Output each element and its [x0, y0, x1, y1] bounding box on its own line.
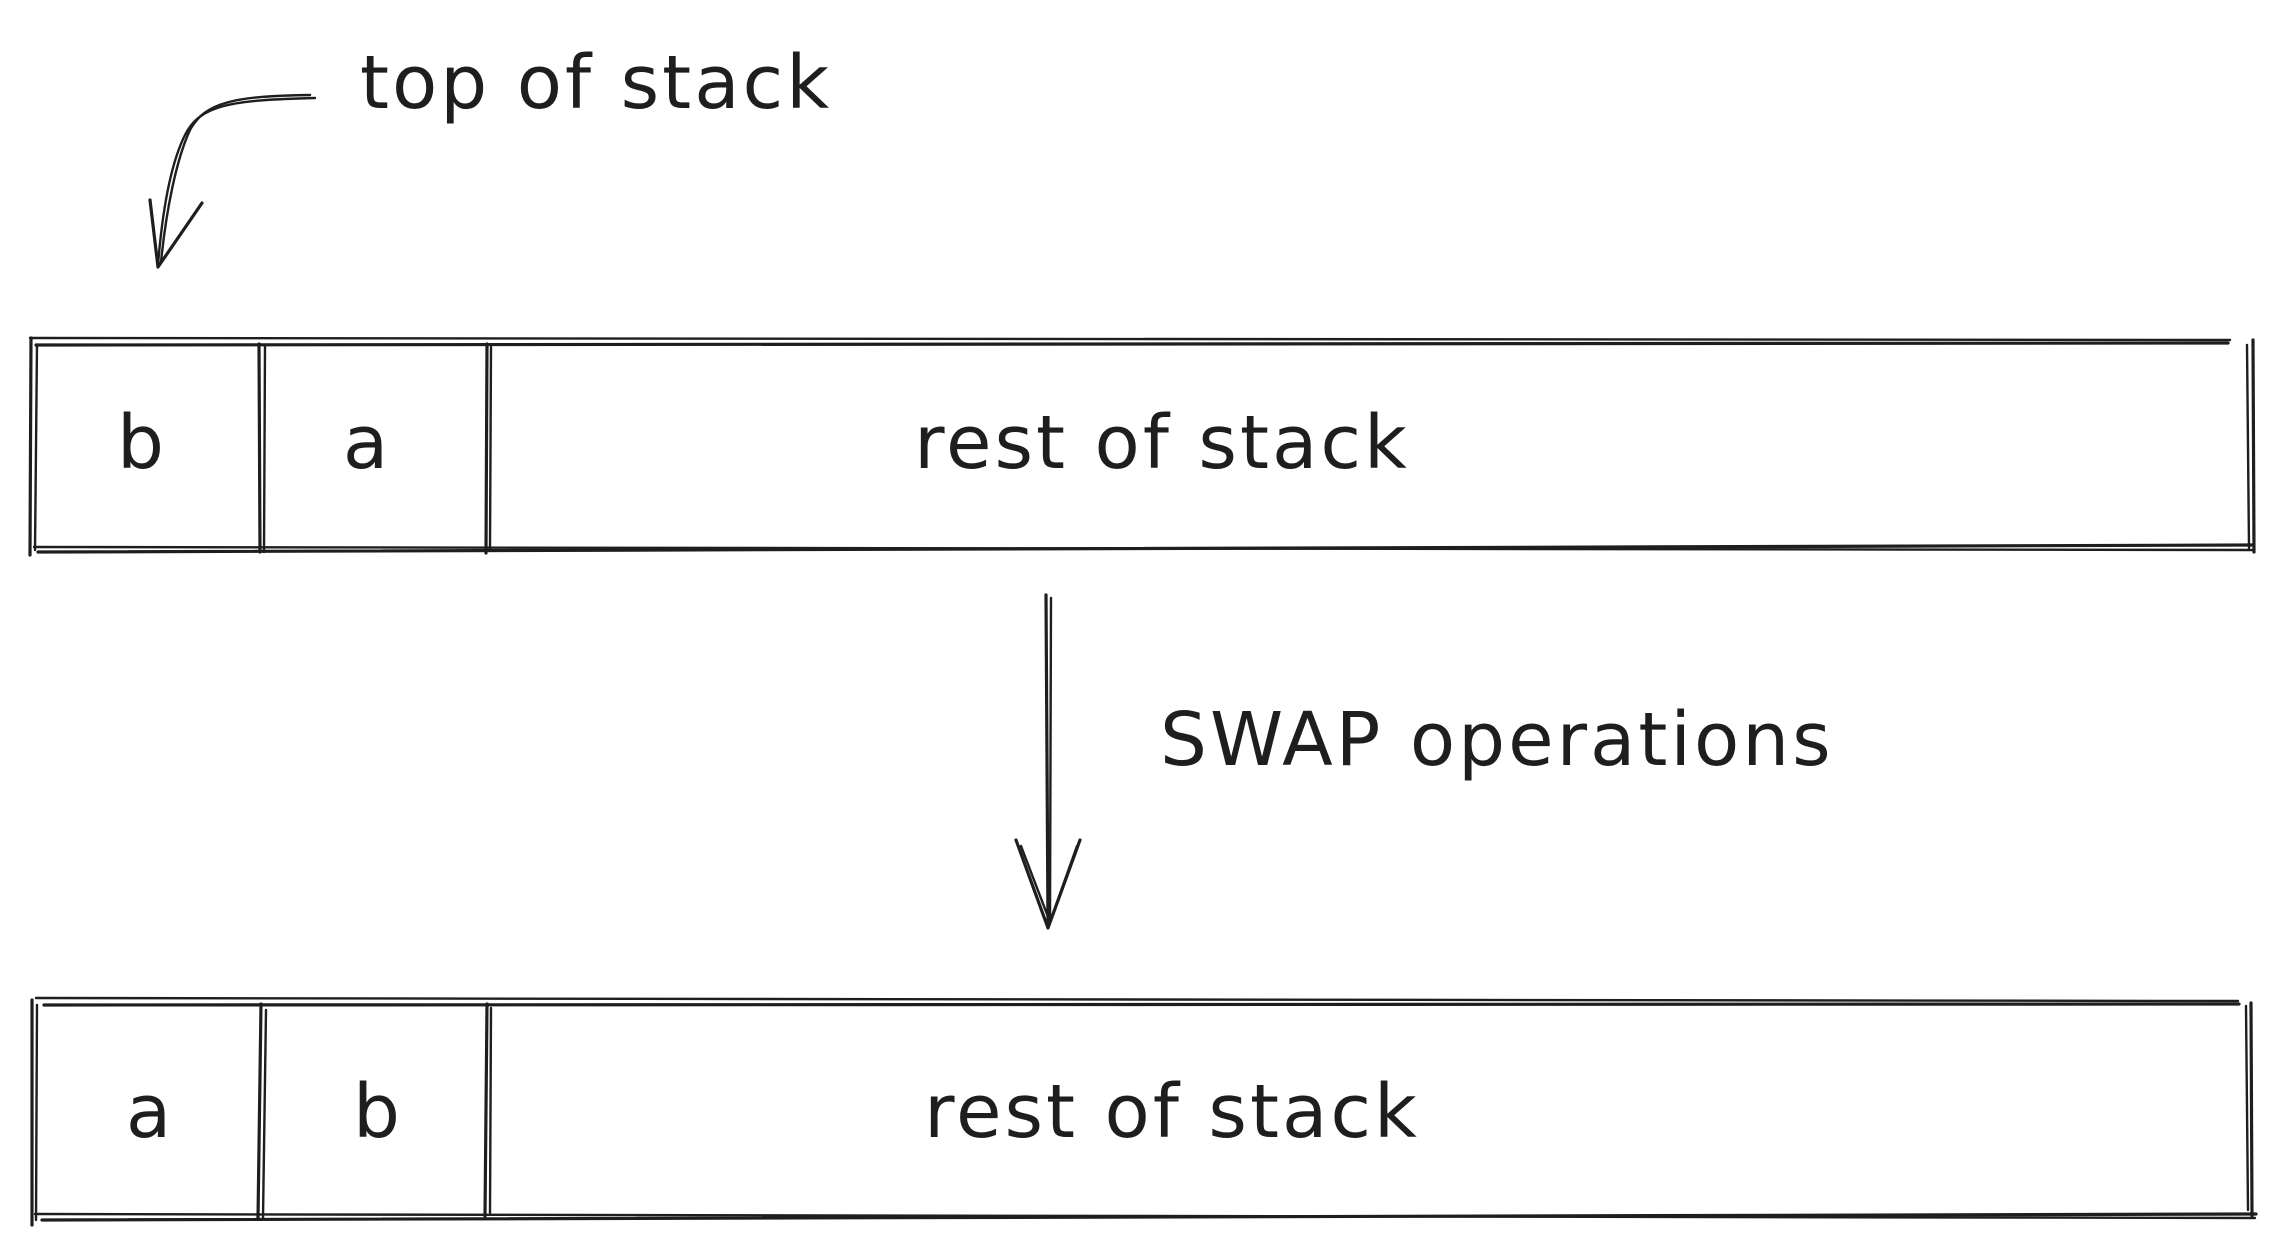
swap-operations-label: SWAP operations — [1160, 697, 1834, 783]
divider-1 — [257, 342, 262, 554]
curved-arrow-icon — [148, 93, 317, 269]
divider-2 — [484, 342, 489, 555]
stack-before-cell-2: a — [343, 400, 391, 486]
top-of-stack-label: top of stack — [360, 40, 832, 126]
stack-before-rest-label: rest of stack — [914, 400, 1410, 486]
divider-2 — [483, 1002, 489, 1218]
stack-after-cell-2: b — [353, 1069, 403, 1155]
stack-before-cell-1: b — [117, 400, 167, 486]
stack-after: a b rest of stack — [30, 996, 2258, 1227]
top-of-stack-annotation: top of stack — [148, 40, 832, 269]
divider-1 — [256, 1002, 263, 1220]
swap-arrow — [1014, 593, 1082, 930]
stack-before: b a rest of stack — [28, 336, 2256, 557]
stack-after-rest-label: rest of stack — [924, 1069, 1420, 1155]
stack-after-cell-1: a — [126, 1069, 174, 1155]
